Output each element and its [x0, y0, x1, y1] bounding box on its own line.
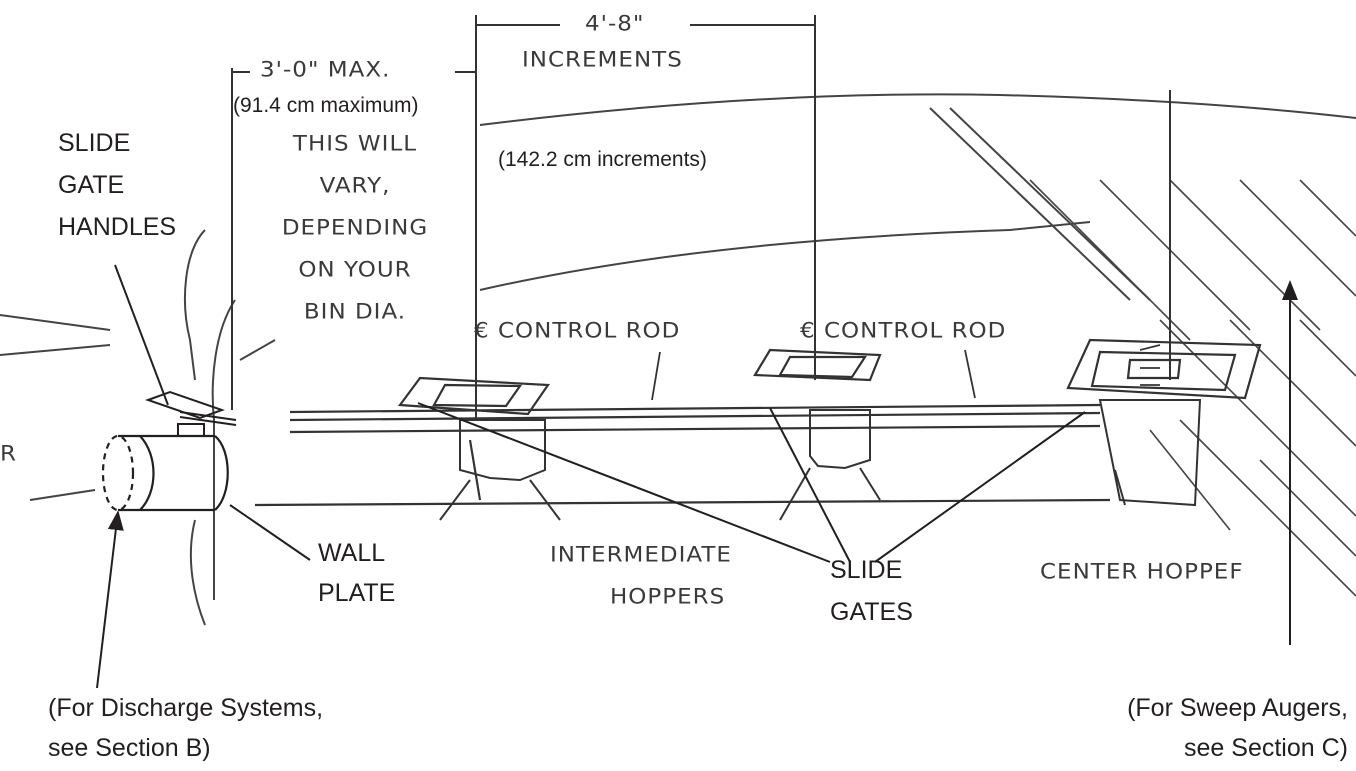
slide-gate-handle-shape: [145, 390, 237, 437]
label-line: HANDLES: [58, 213, 177, 241]
intermediate-hoppers-label: HOPPERS: [610, 585, 726, 609]
footnote-line: (For Discharge Systems,: [48, 694, 324, 722]
center-hopper-label: CENTER HOPPEF: [1040, 560, 1244, 584]
control-rod-label: € CONTROL ROD: [474, 319, 681, 343]
label-line: PLATE: [318, 579, 396, 607]
edge-fragment: R: [0, 442, 17, 466]
label-line: GATES: [830, 598, 913, 626]
vary-note-line: THIS WILL: [292, 132, 418, 156]
control-rod-label: € CONTROL ROD: [800, 319, 1007, 343]
discharge-arrow: [96, 510, 124, 689]
label-line: SLIDE: [830, 556, 903, 584]
hatch-area: [1029, 179, 1356, 597]
intermediate-hoppers-label: INTERMEDIATE: [550, 543, 732, 567]
bin-wall: [0, 229, 276, 626]
increment-dimension: 4'-8": [585, 12, 645, 36]
vary-note-line: VARY,: [319, 174, 391, 198]
slide-gate-plates: [397, 338, 1262, 416]
footnote-line: see Section B): [48, 734, 211, 762]
max-dimension: 3'-0" MAX.: [260, 58, 391, 82]
increment-label: INCREMENTS: [522, 48, 683, 72]
max-metric-note: (91.4 cm maximum): [233, 94, 419, 117]
vary-note-line: DEPENDING: [281, 216, 429, 240]
vary-note-line: BIN DIA.: [303, 300, 407, 324]
callout-lines: [114, 264, 1086, 563]
label-line: WALL: [318, 539, 386, 567]
increment-metric-note: (142.2 cm increments): [498, 148, 707, 171]
discharge-pipe: [101, 434, 229, 512]
footnote-line: (For Sweep Augers,: [1127, 694, 1348, 722]
label-line: GATE: [58, 171, 125, 199]
vary-note-line: ON YOUR: [298, 258, 412, 282]
footnote-line: see Section C): [1184, 734, 1348, 762]
label-line: SLIDE: [58, 129, 131, 157]
hopper-shapes: [439, 399, 1202, 521]
auger-tube: [254, 403, 1111, 507]
bin-roof: [479, 93, 1356, 291]
